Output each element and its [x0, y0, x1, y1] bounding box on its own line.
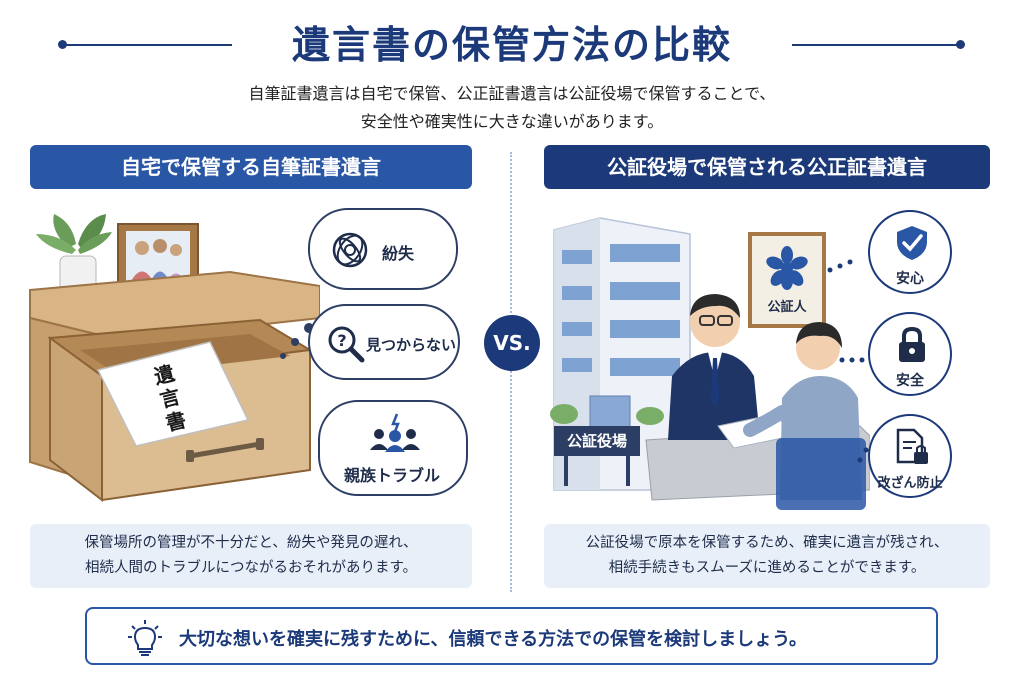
family-conflict-icon — [370, 413, 420, 452]
risk-bubble-lost: 紛失 — [308, 208, 458, 290]
notary-person — [668, 294, 760, 440]
office-illustration — [550, 217, 870, 510]
shield-check-icon — [897, 226, 927, 260]
subtitle: 自筆証書遺言は自宅で保管、公正証書遺言は公証役場で保管することで、 安全性や確実… — [112, 80, 912, 136]
benefit-label-tamper: 改ざん防止 — [877, 476, 943, 491]
risk-label-notfound: 見つからない — [366, 336, 457, 354]
building-sign-label: 公証役場 — [566, 432, 627, 450]
benefit-peace: 安心 — [868, 210, 952, 294]
risk-label-family: 親族トラブル — [344, 466, 441, 485]
title-row: 遺言書の保管方法の比較 — [0, 8, 1024, 67]
benefit-label-peace: 安心 — [896, 271, 924, 287]
right-panel-header: 公証役場で保管される公正証書遺言 — [544, 145, 990, 189]
benefit-label-safety: 安全 — [896, 373, 924, 389]
magnifier-question-icon: ? — [328, 326, 365, 363]
right-note: 公証役場で原本を保管するため、確実に遺言が残され、 相続手続きもスムーズに進める… — [544, 524, 990, 588]
main-title: 遺言書の保管方法の比較 — [291, 23, 732, 67]
plant-icon — [36, 214, 112, 291]
right-scene: 公証役場 公証人 安心 安全 改ざん防止 — [540, 200, 1010, 515]
desk-illustration — [29, 214, 320, 503]
risk-label-lost: 紛失 — [382, 244, 415, 263]
title-line-left — [62, 44, 232, 46]
left-note-line-1: 保管場所の管理が不十分だと、紛失や発見の遅れ、 — [84, 535, 418, 551]
title-line-right — [792, 44, 960, 46]
risk-bubble-notfound: ? 見つからない — [308, 304, 460, 380]
risk-bubble-family: 親族トラブル — [318, 400, 468, 496]
left-scene: 遺言書 紛失 ? 見つからない — [20, 200, 480, 515]
left-note: 保管場所の管理が不十分だと、紛失や発見の遅れ、 相続人間のトラブルにつながるおそ… — [30, 524, 472, 588]
footer-message: 大切な想いを確実に残すために、信頼できる方法での保管を検討しましょう。 — [179, 629, 808, 650]
title-dot-right — [956, 40, 965, 49]
vs-badge: VS. — [484, 315, 540, 371]
benefit-tamper: 改ざん防止 — [868, 414, 952, 498]
emblem-icon — [766, 246, 808, 290]
lock-icon — [899, 326, 925, 362]
subtitle-line-2: 安全性や確実性に大きな違いがあります。 — [360, 112, 664, 131]
svg-text:?: ? — [337, 331, 346, 350]
left-panel-header: 自宅で保管する自筆証書遺言 — [30, 145, 472, 189]
subtitle-line-1: 自筆証書遺言は自宅で保管、公正証書遺言は公証役場で保管することで、 — [248, 84, 776, 103]
right-note-line-2: 相続手続きもスムーズに進めることができます。 — [608, 560, 926, 576]
frame-label: 公証人 — [767, 300, 807, 315]
lightbulb-icon — [128, 620, 162, 656]
tangle-icon — [332, 232, 368, 268]
right-note-line-1: 公証役場で原本を保管するため、確実に遺言が残され、 — [585, 535, 949, 551]
document-lock-icon — [896, 428, 928, 464]
center-divider — [510, 152, 512, 592]
benefit-safety: 安全 — [868, 312, 952, 396]
footer-message-box: 大切な想いを確実に残すために、信頼できる方法での保管を検討しましょう。 — [85, 607, 938, 665]
left-note-line-2: 相続人間のトラブルにつながるおそれがあります。 — [84, 560, 418, 576]
building-icon — [550, 217, 691, 491]
